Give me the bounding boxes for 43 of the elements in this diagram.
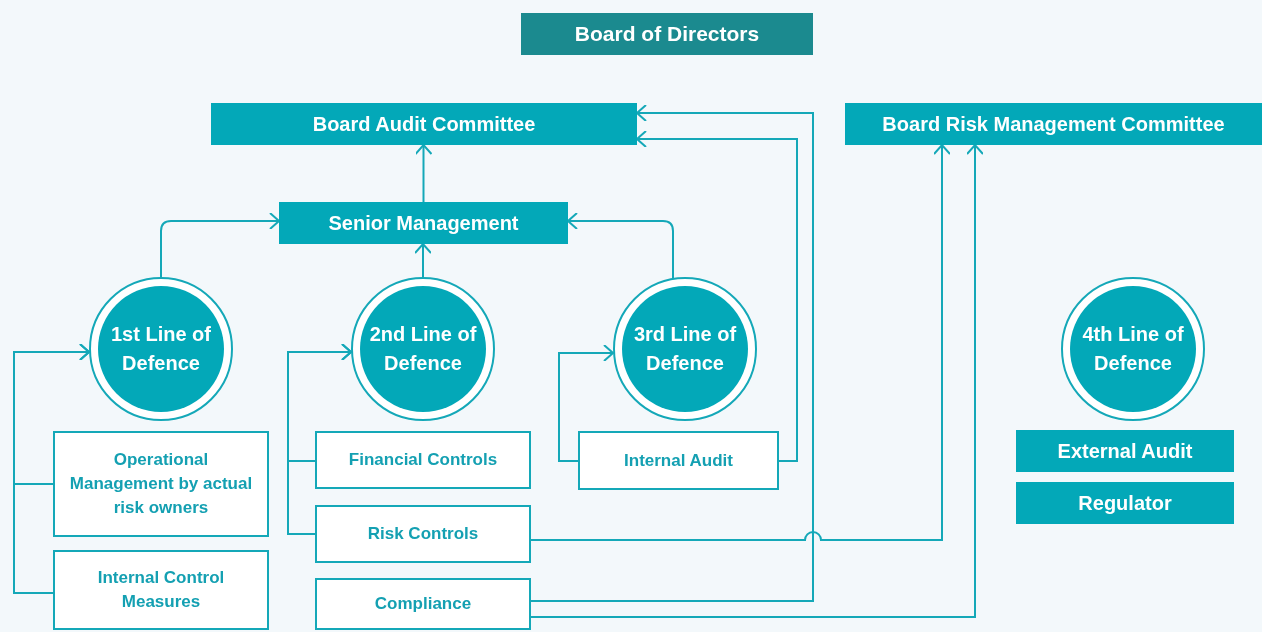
circle-node [613,277,757,421]
node-label: Board of Directors [574,22,760,46]
node-label: Risk Controls [367,523,479,545]
node-label: 1st Line of Defence [110,322,212,376]
arrow [558,344,614,462]
process-box [315,431,531,489]
circle-node [351,277,495,421]
process-box [53,431,269,537]
process-box [1016,482,1234,524]
arrow [636,130,798,462]
process-box [1016,430,1234,472]
arrow [287,343,352,535]
circle-node [1061,277,1205,421]
arrow [13,343,90,594]
node-label: Board Risk Management Committee [882,112,1225,136]
node-label: Financial Controls [348,449,498,471]
node-label: Internal Audit [624,449,733,472]
process-box [315,505,531,563]
node-label: Internal Control Measures [96,567,226,613]
arrow [567,212,674,280]
node-label: External Audit [1057,439,1193,463]
arrow [414,144,433,203]
node-label: Board Audit Committee [312,112,536,136]
node-label: Compliance [374,593,472,615]
process-box [845,103,1262,145]
process-box [53,550,269,630]
circle-node [89,277,233,421]
arrow [414,243,432,278]
arrow [160,212,280,278]
header-box [521,13,813,55]
arrow [530,144,984,618]
process-box [279,202,568,244]
process-box [211,103,637,145]
node-label: Senior Management [328,211,519,235]
arrow [530,104,814,602]
arrow [530,144,951,541]
process-box [315,578,531,630]
node-label: Operational Management by actual risk owners [68,449,254,519]
node-label: Regulator [1078,491,1172,515]
node-label: 3rd Line of Defence [632,322,738,376]
node-label: 2nd Line of Defence [368,322,478,376]
process-box [578,431,779,490]
node-label: 4th Line of Defence [1081,322,1185,376]
